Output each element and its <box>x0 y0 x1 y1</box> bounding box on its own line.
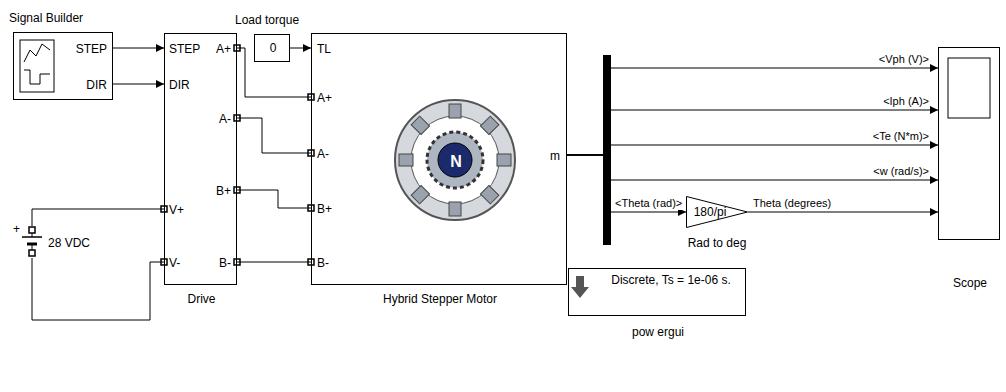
signal-line <box>567 155 686 212</box>
block-name: Signal Builder <box>9 11 83 25</box>
signal-line <box>113 48 164 49</box>
block-name: pow ergui <box>569 325 747 339</box>
powergui-block: Discrete, Ts = 1e-06 s.pow ergui <box>568 268 746 316</box>
block-name: Rad to deg <box>662 236 772 250</box>
signal-builder-block: Signal BuilderSTEPDIR <box>13 32 113 100</box>
port-label: V+ <box>169 203 184 217</box>
signal-line <box>290 48 311 49</box>
signal-line <box>567 68 938 155</box>
electrical-wire <box>237 262 311 263</box>
block-name: Scope <box>929 276 1006 290</box>
electrical-wire <box>237 190 311 208</box>
constant-value: 0 <box>255 41 291 55</box>
signal-line <box>113 84 164 85</box>
port-label: A+ <box>317 91 332 105</box>
port-label: B+ <box>216 184 231 198</box>
port-label: STEP <box>76 42 107 56</box>
signal-name: <Iph (A)> <box>882 95 930 108</box>
stepper-motor-icon <box>395 100 515 220</box>
constant-block: Load torque0 <box>254 34 290 62</box>
electrical-wire <box>237 118 311 153</box>
signal-name: <w (rad/s)> <box>872 165 930 178</box>
signal-icon <box>20 40 54 92</box>
scope-screen <box>948 58 990 118</box>
gain-outline <box>687 197 748 228</box>
port-squares <box>29 45 314 265</box>
port-label: m <box>550 149 560 163</box>
solver-setting: Discrete, Ts = 1e-06 s. <box>599 273 743 287</box>
powergui-icon <box>571 276 589 298</box>
gain-value: 180/pi <box>688 205 732 219</box>
drive-block: STEPDIRV+V-A+A-B+B-Drive <box>164 33 237 285</box>
block-name: Load torque <box>235 13 299 27</box>
block-name: Hybrid Stepper Motor <box>312 292 568 306</box>
waveform <box>24 44 50 62</box>
port-label: DIR <box>169 78 190 92</box>
source-value: 28 VDC <box>48 236 90 250</box>
port-label: B- <box>317 256 329 270</box>
gain-block: 180/piRad to deg <box>686 196 748 228</box>
signal-line <box>748 212 938 213</box>
signal-line <box>567 110 938 155</box>
waveform <box>24 70 50 84</box>
signal-line <box>567 145 938 155</box>
port-label: B+ <box>317 202 332 216</box>
dc-voltage-source: 28 VDC <box>8 226 110 258</box>
pole-label: N <box>444 153 468 171</box>
stepper-motor-block: TLA+A-B+B-NmHybrid Stepper Motor <box>311 33 567 285</box>
port-label: STEP <box>169 42 200 56</box>
electrical-wire <box>237 48 311 97</box>
electrical-wire <box>32 258 164 320</box>
port-label: B- <box>219 256 231 270</box>
signal-name: <Te (N*m)> <box>872 130 930 143</box>
port-label: A- <box>317 147 329 161</box>
scope-block: Scope <box>938 47 1000 240</box>
port-label: DIR <box>86 78 107 92</box>
electrical-wire <box>32 209 164 226</box>
signal-line <box>567 155 938 180</box>
signal-name: <Vph (V)> <box>878 53 930 66</box>
signal-name: Theta (degrees) <box>752 197 832 210</box>
port-label: A+ <box>216 42 231 56</box>
signal-name: <Theta (rad)> <box>614 197 683 210</box>
block-name: Drive <box>155 292 248 306</box>
port-label: TL <box>317 42 331 56</box>
port-label: A- <box>219 112 231 126</box>
port-label: V- <box>169 256 180 270</box>
polarity-sign: + <box>13 222 20 236</box>
